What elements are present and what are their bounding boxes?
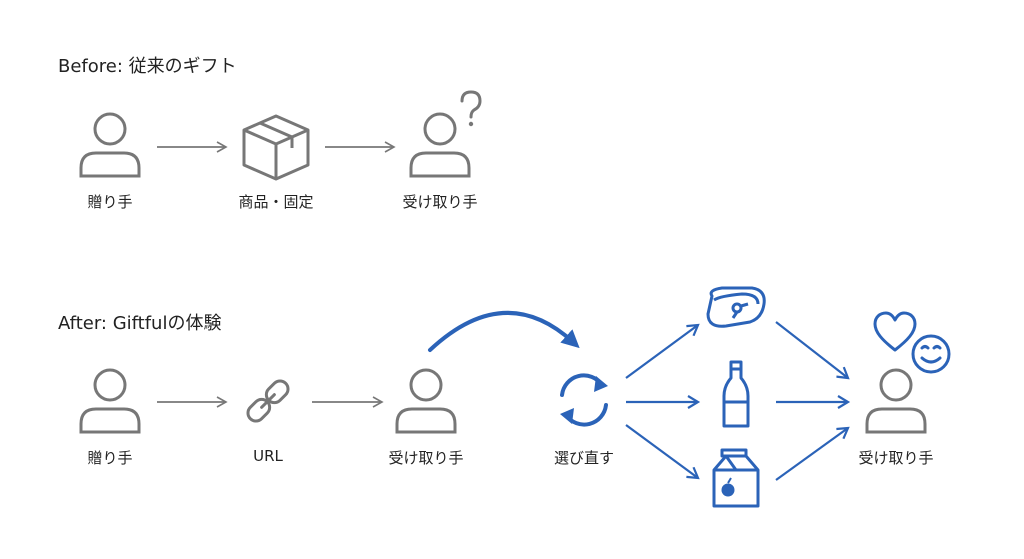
juice-carton-icon: [712, 448, 760, 508]
after-giver-person-icon: [79, 368, 141, 434]
refresh-arrowhead-top: [594, 376, 608, 392]
after-rechoose-label: 選び直す: [553, 449, 615, 467]
before-giver-label: 贈り手: [87, 193, 133, 211]
after-final-receiver-label: 受け取り手: [858, 449, 934, 467]
after-section-title: After: Giftfulの体験: [58, 313, 222, 334]
smiley-icon: [911, 334, 951, 374]
before-giver-person-icon: [79, 112, 141, 178]
before-section-title: Before: 従来のギフト: [58, 56, 237, 77]
after-giver-label: 贈り手: [87, 449, 133, 467]
before-receiver-label: 受け取り手: [402, 193, 478, 211]
apple-icon: [721, 477, 735, 497]
bottle-icon: [722, 360, 750, 428]
question-mark-icon: [460, 90, 482, 127]
refresh-arrowhead-bottom: [560, 408, 574, 424]
link-icon: [246, 379, 290, 423]
arrow-to-carton: [625, 424, 700, 480]
after-receiver-label: 受け取り手: [388, 449, 464, 467]
before-receiver-person-icon: [409, 112, 471, 178]
meat-icon: [706, 286, 766, 328]
before-product-label: 商品・固定: [238, 193, 314, 211]
after-url-label: URL: [253, 447, 283, 465]
after-receiver-person-icon: [395, 368, 457, 434]
before-box-icon: [242, 114, 310, 181]
arrow-from-carton: [775, 426, 850, 481]
final-receiver-person-icon: [865, 368, 927, 434]
curved-blue-arrow: [428, 311, 580, 352]
arrow-from-meat: [775, 321, 850, 380]
arrow-to-meat: [625, 323, 700, 379]
heart-icon: [873, 311, 917, 352]
